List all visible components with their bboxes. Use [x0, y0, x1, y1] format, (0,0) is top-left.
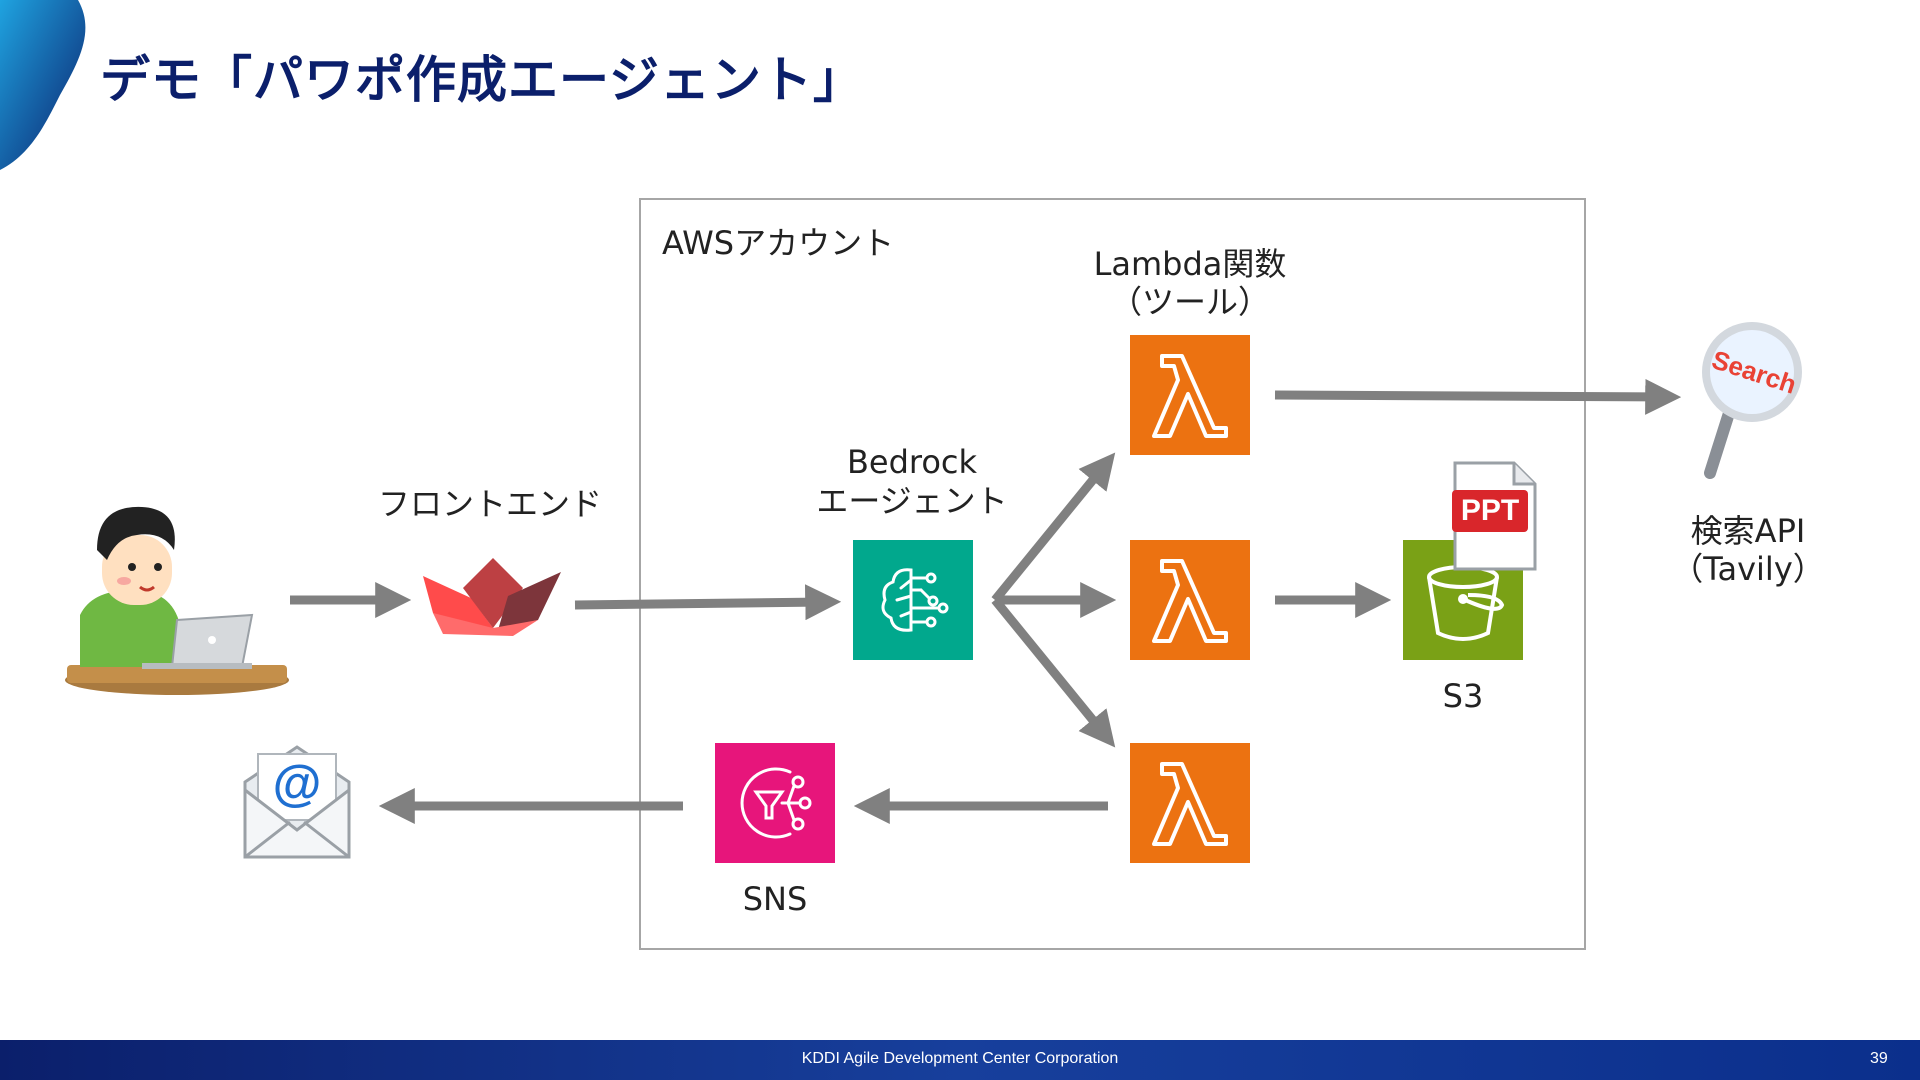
slide-title: デモ「パワポ作成エージェント」 [100, 51, 864, 109]
user-laptop-icon [65, 506, 289, 695]
footer-bar [0, 1040, 1920, 1080]
arrow-bedrock-to-lambda-top [991, 452, 1116, 603]
ppt-file-icon: PPT [1452, 460, 1538, 572]
arrow-frontend-to-bedrock [574, 584, 842, 621]
bedrock-label-line2: エージェント [816, 482, 1008, 520]
corner-decoration [0, 0, 86, 170]
lambda-function-middle [1130, 540, 1250, 660]
lambda-icon [1152, 354, 1228, 438]
lambda-label-line2: （ツール） [1109, 283, 1270, 321]
s3-label: S3 [1442, 677, 1484, 715]
ppt-text: PPT [1460, 494, 1520, 527]
arrow-bedrock-to-lambda-bottom [991, 597, 1116, 748]
email-envelope-icon: @ [242, 742, 352, 860]
aws-account-boundary [639, 198, 1586, 950]
arrow-lambda-to-search [1274, 378, 1682, 415]
sns-icon [715, 743, 835, 863]
frontend-label: フロントエンド [377, 485, 602, 523]
lambda-icon [1152, 762, 1228, 846]
bedrock-agent-icon [853, 540, 973, 660]
footer-company: KDDI Agile Development Center Corporatio… [801, 1050, 1119, 1067]
page-number: 39 [1870, 1050, 1888, 1067]
email-at-symbol: @ [272, 755, 322, 811]
bedrock-label-line1: Bedrock [846, 443, 978, 481]
lambda-icon [1152, 559, 1228, 643]
search-api-label-line2: （Tavily） [1671, 550, 1825, 588]
streamlit-logo-icon [423, 558, 561, 636]
aws-account-label: AWSアカウント [662, 224, 895, 262]
lambda-function-bottom [1130, 743, 1250, 863]
lambda-function-top [1130, 335, 1250, 455]
lambda-label-line1: Lambda関数 [1093, 245, 1287, 283]
search-magnifier-icon: Search [1690, 315, 1820, 480]
search-api-label-line1: 検索API [1690, 512, 1806, 550]
sns-label: SNS [742, 880, 808, 918]
